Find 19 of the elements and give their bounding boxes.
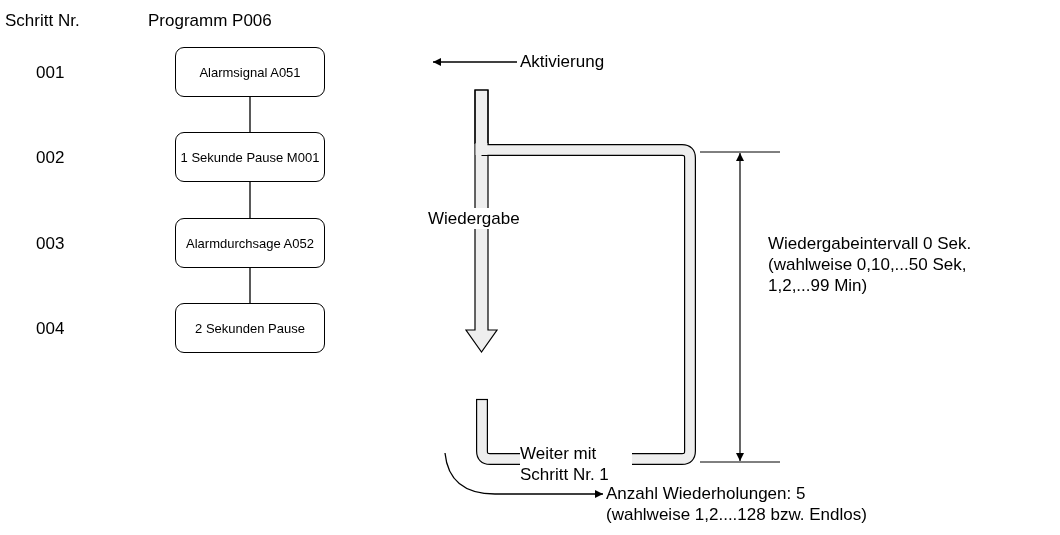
activation-label: Aktivierung: [520, 51, 630, 72]
step-box: 2 Sekunden Pause: [175, 303, 325, 353]
program-heading: Programm P006: [148, 10, 273, 31]
step-number: 002: [36, 147, 66, 168]
interval-note: Wiedergabeintervall 0 Sek. (wahlweise 0,10,...50 Sek, 1,2,...99 Min): [768, 233, 973, 296]
step-box: 1 Sekunde Pause M001: [175, 132, 325, 182]
playback-label: Wiedergabe: [428, 208, 521, 229]
step-box: Alarmsignal A051: [175, 47, 325, 97]
curved-arrow: [444, 452, 604, 498]
column-heading: Schritt Nr.: [5, 10, 81, 31]
connector-line: [249, 181, 251, 219]
connector-line: [249, 96, 251, 133]
step-number: 004: [36, 318, 66, 339]
arrow: [432, 58, 518, 66]
step-box: Alarmdurchsage A052: [175, 218, 325, 268]
step-number: 001: [36, 62, 66, 83]
connector-line: [249, 267, 251, 304]
repeat-count-note: Anzahl Wiederholungen: 5 (wahlweise 1,2....128 bzw. Endlos): [606, 483, 886, 525]
step-number: 003: [36, 233, 66, 254]
